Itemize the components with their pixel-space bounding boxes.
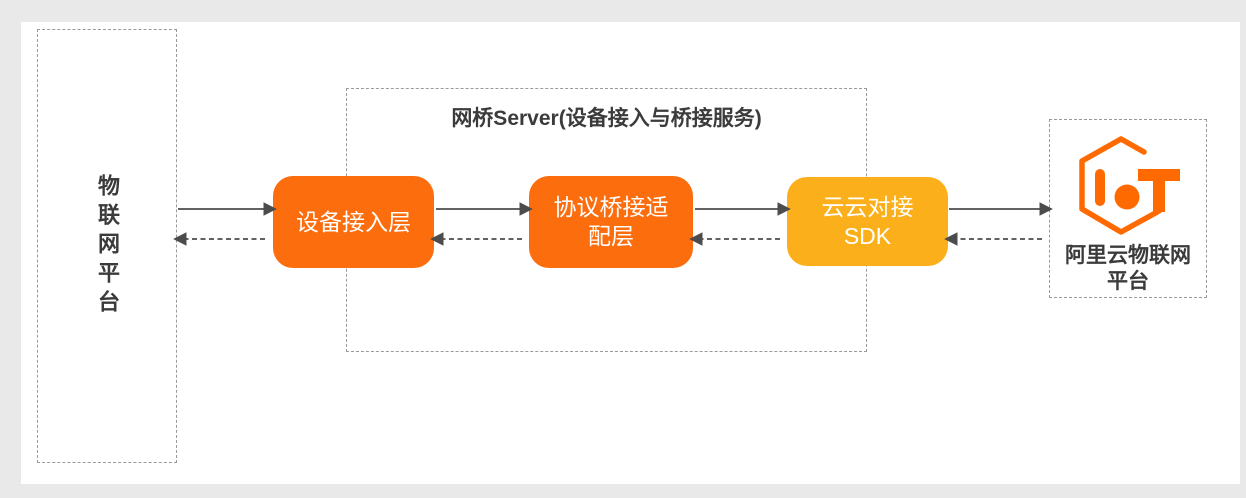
logo-t-glyph bbox=[1138, 169, 1180, 212]
node-cloud-cloud-sdk: 云云对接 SDK bbox=[787, 177, 948, 266]
node-protocol-bridge-adapt-layer: 协议桥接适 配层 bbox=[529, 176, 693, 268]
logo-i-glyph bbox=[1095, 169, 1105, 206]
node-device-access-layer: 设备接入层 bbox=[273, 176, 434, 268]
logo-hexagon-stub bbox=[1118, 136, 1147, 155]
iot-platform-box: 物联网平台 bbox=[37, 29, 177, 463]
aliyun-iot-logo bbox=[1079, 136, 1180, 235]
aliyun-iot-platform-label: 阿里云物联网 平台 bbox=[1065, 244, 1191, 294]
logo-o-glyph bbox=[1114, 184, 1140, 210]
aliyun-iot-platform-box: 阿里云物联网 平台 bbox=[1049, 119, 1207, 298]
bridge-server-title: 网桥Server(设备接入与桥接服务) bbox=[451, 107, 762, 130]
logo-hexagon-outline bbox=[1079, 136, 1162, 235]
iot-platform-label: 物联网平台 bbox=[95, 173, 120, 319]
